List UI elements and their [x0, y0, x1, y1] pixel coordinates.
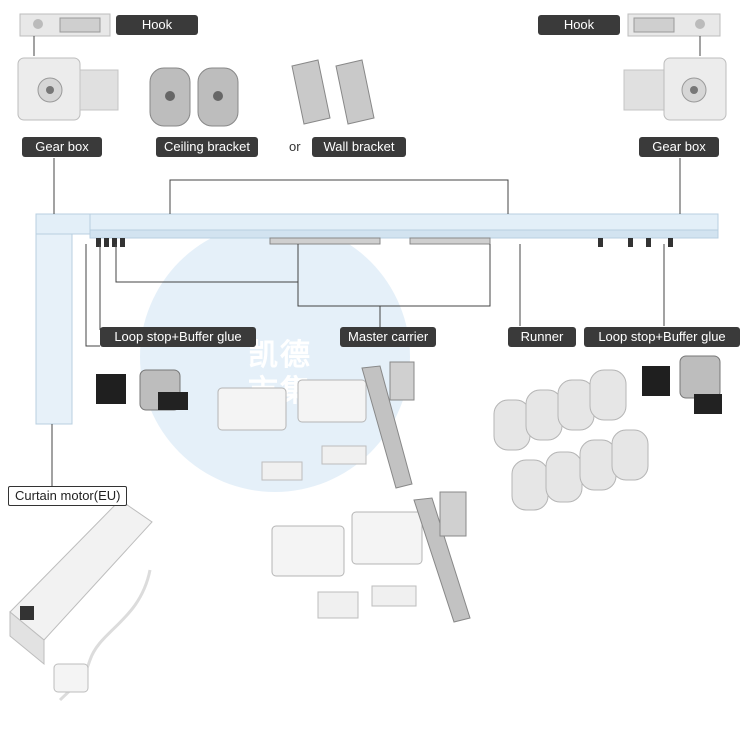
curtain-motor-image	[9, 499, 153, 702]
ceiling-bracket-label: Ceiling bracket	[156, 137, 258, 157]
master-carrier-upper-image	[217, 361, 415, 489]
hook-right-label: Hook	[538, 15, 620, 35]
gearbox-right-label: Gear box	[639, 137, 719, 157]
hook-left-image	[19, 13, 111, 37]
runner-parts-image	[493, 369, 649, 511]
wall-bracket-image	[291, 59, 375, 125]
curtain-rail	[89, 213, 719, 239]
hook-left-label: Hook	[116, 15, 198, 35]
rail-runners	[96, 237, 673, 247]
master-carrier-lower-image	[271, 491, 471, 623]
connector-lines	[33, 36, 701, 486]
loop-stop-right-label: Loop stop+Buffer glue	[584, 327, 740, 347]
or-text: or	[289, 139, 301, 154]
runner-label: Runner	[508, 327, 576, 347]
gearbox-left-image	[17, 57, 119, 121]
loop-stop-left-image	[96, 369, 188, 411]
loop-stop-right-image	[642, 355, 722, 414]
hook-right-image	[627, 13, 721, 37]
motor-housing	[35, 213, 91, 425]
gearbox-right-image	[623, 57, 727, 121]
loop-stop-left-label: Loop stop+Buffer glue	[100, 327, 256, 347]
master-carrier-label: Master carrier	[340, 327, 436, 347]
ceiling-bracket-image	[149, 67, 239, 127]
curtain-motor-label: Curtain motor(EU)	[8, 486, 128, 506]
watermark-text-1: 凯德	[248, 339, 312, 372]
wall-bracket-label: Wall bracket	[312, 137, 406, 157]
gearbox-left-label: Gear box	[22, 137, 102, 157]
